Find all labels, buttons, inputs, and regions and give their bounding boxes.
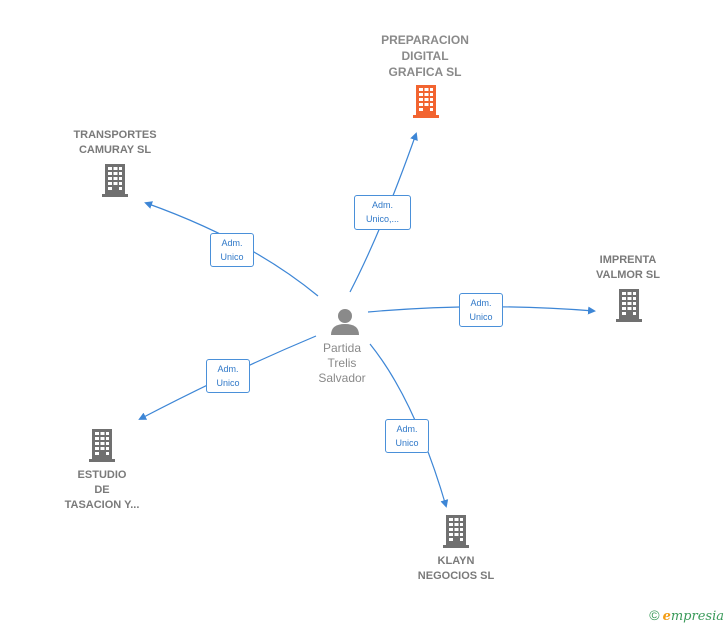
edge-label-klayn: Adm. Unico — [385, 419, 429, 453]
node-label-klayn[interactable]: KLAYN NEGOCIOS SL — [417, 555, 495, 582]
brand-footer: ©empresia — [649, 607, 724, 624]
building-icon-imprenta — [616, 289, 642, 322]
building-icon-transportes — [102, 164, 128, 197]
building-icon-klayn — [443, 515, 469, 548]
node-label-imprenta[interactable]: IMPRENTA VALMOR SL — [596, 254, 660, 281]
edge-line-klayn — [369, 343, 449, 508]
building-icon-preparacion — [413, 85, 439, 118]
edge-label-preparacion: Adm. Unico,... — [354, 195, 411, 230]
building-icon-estudio — [89, 429, 115, 462]
node-label-transportes[interactable]: TRANSPORTES CAMURAY SL — [73, 129, 157, 156]
brand-logo-e: e — [662, 609, 671, 624]
brand-logo-text: mpresia — [670, 609, 724, 624]
node-label-preparacion[interactable]: PREPARACION DIGITAL GRAFICA SL — [381, 33, 469, 79]
edge-label-imprenta: Adm. Unico — [459, 293, 503, 327]
person-label[interactable]: Partida Trelis Salvador — [318, 341, 366, 385]
person-icon — [331, 309, 359, 335]
edge-label-transportes: Adm. Unico — [210, 233, 254, 267]
node-label-estudio[interactable]: ESTUDIO DE TASACION Y... — [64, 469, 140, 511]
edge-label-estudio: Adm. Unico — [206, 359, 250, 393]
copyright-icon: © — [649, 607, 660, 623]
